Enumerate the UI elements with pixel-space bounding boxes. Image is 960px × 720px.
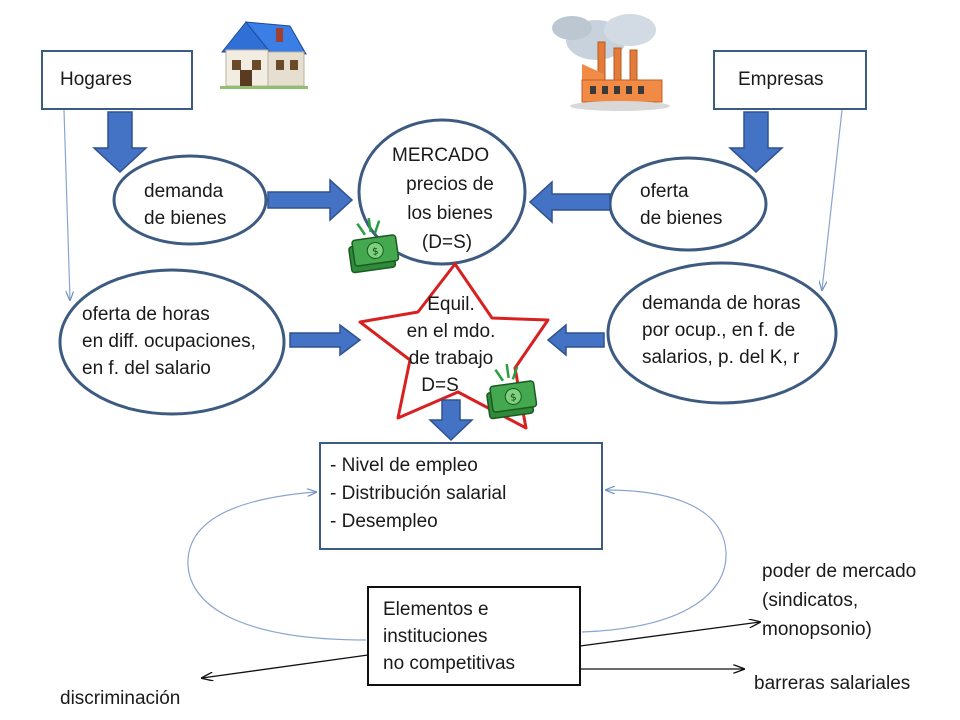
feedback-left-curve bbox=[187, 492, 367, 641]
mercado-line: los bienes bbox=[407, 203, 493, 224]
mercado-line: precios de bbox=[406, 174, 494, 195]
oferta-horas-text: oferta de horas en diff. ocupaciones, en… bbox=[82, 301, 256, 382]
empresas-down-arrow bbox=[728, 111, 784, 174]
hogares-box bbox=[41, 50, 193, 110]
poder-mercado-line: (sindicatos, bbox=[762, 590, 859, 611]
resultados-box bbox=[319, 442, 603, 550]
mercado-line: MERCADO bbox=[392, 145, 490, 166]
money-bills-icon: $ bbox=[348, 217, 400, 274]
oferta-to-mercado-arrow bbox=[528, 180, 611, 224]
equilibrio-line: Equil. bbox=[427, 294, 475, 315]
empresas-label: Empresas bbox=[738, 69, 824, 90]
hogares-down-arrow bbox=[92, 111, 148, 174]
equilibrio-text: Equil. en el mdo. de trabajo D=S bbox=[386, 291, 516, 399]
resultados-line: - Distribución salarial bbox=[330, 483, 507, 504]
elementos-line: no competitivas bbox=[383, 653, 516, 674]
empresas-box bbox=[713, 50, 867, 110]
equilibrio-line: D=S bbox=[421, 375, 459, 396]
equil-to-resultados-arrow bbox=[428, 399, 474, 442]
empresas-to-demanda-horas-line bbox=[822, 109, 843, 290]
discriminacion-label: discriminación bbox=[60, 688, 181, 709]
demanda-bienes-line: de bienes bbox=[144, 208, 227, 229]
feedback-right-curve bbox=[581, 490, 727, 633]
demanda-bienes-line: demanda bbox=[144, 181, 224, 202]
demanda-bienes-text: demanda de bienes bbox=[144, 178, 226, 232]
equilibrio-line: en el mdo. bbox=[406, 321, 496, 342]
resultados-line: - Nivel de empleo bbox=[330, 455, 478, 476]
poder-mercado-text: poder de mercado (sindicatos, monopsonio… bbox=[762, 557, 916, 644]
demanda-to-mercado-arrow bbox=[267, 178, 354, 222]
oferta-bienes-text: oferta de bienes bbox=[640, 178, 722, 232]
demanda-bienes-node bbox=[112, 154, 268, 246]
to-discriminacion-arrow bbox=[202, 654, 369, 678]
demanda-horas-line: demanda de horas bbox=[642, 293, 801, 314]
demanda-horas-line: salarios, p. del K, r bbox=[642, 347, 800, 368]
demanda-horas-line: por ocup., en f. de bbox=[642, 320, 796, 341]
elementos-line: instituciones bbox=[383, 626, 488, 647]
factory-icon bbox=[552, 14, 670, 111]
hogares-to-oferta-horas-line bbox=[63, 109, 70, 300]
demanda-horas-to-equil-arrow bbox=[546, 323, 605, 357]
elementos-text: Elementos e instituciones no competitiva… bbox=[383, 596, 515, 677]
mercado-bienes-node bbox=[357, 118, 527, 266]
elementos-box bbox=[367, 586, 581, 686]
oferta-horas-to-equil-arrow bbox=[289, 323, 362, 357]
oferta-horas-line: oferta de horas bbox=[82, 304, 210, 325]
oferta-bienes-line: oferta bbox=[640, 181, 689, 202]
money-bills-icon: $ bbox=[486, 363, 538, 420]
oferta-bienes-line: de bienes bbox=[640, 208, 723, 229]
oferta-horas-line: en diff. ocupaciones, bbox=[82, 331, 256, 352]
demanda-horas-text: demanda de horas por ocup., en f. de sal… bbox=[642, 290, 800, 371]
oferta-horas-line: en f. del salario bbox=[82, 358, 211, 379]
demanda-horas-node bbox=[606, 261, 838, 405]
barreras-label: barreras salariales bbox=[754, 673, 911, 694]
mercado-line: (D=S) bbox=[421, 232, 473, 253]
to-poder-mercado-arrow bbox=[579, 622, 760, 647]
mercado-bienes-text: MERCADO precios de los bienes (D=S) bbox=[378, 141, 508, 257]
resultados-line: - Desempleo bbox=[330, 511, 438, 532]
house-icon bbox=[220, 21, 308, 89]
poder-mercado-line: monopsonio) bbox=[762, 619, 872, 640]
oferta-horas-node bbox=[58, 268, 286, 416]
hogares-label: Hogares bbox=[60, 69, 132, 90]
poder-mercado-line: poder de mercado bbox=[762, 561, 917, 582]
svg-text:$: $ bbox=[372, 246, 380, 258]
svg-text:$: $ bbox=[510, 392, 518, 404]
elementos-line: Elementos e bbox=[383, 599, 489, 620]
equilibrio-line: de trabajo bbox=[408, 348, 494, 369]
resultados-text: - Nivel de empleo - Distribución salaria… bbox=[330, 452, 506, 536]
